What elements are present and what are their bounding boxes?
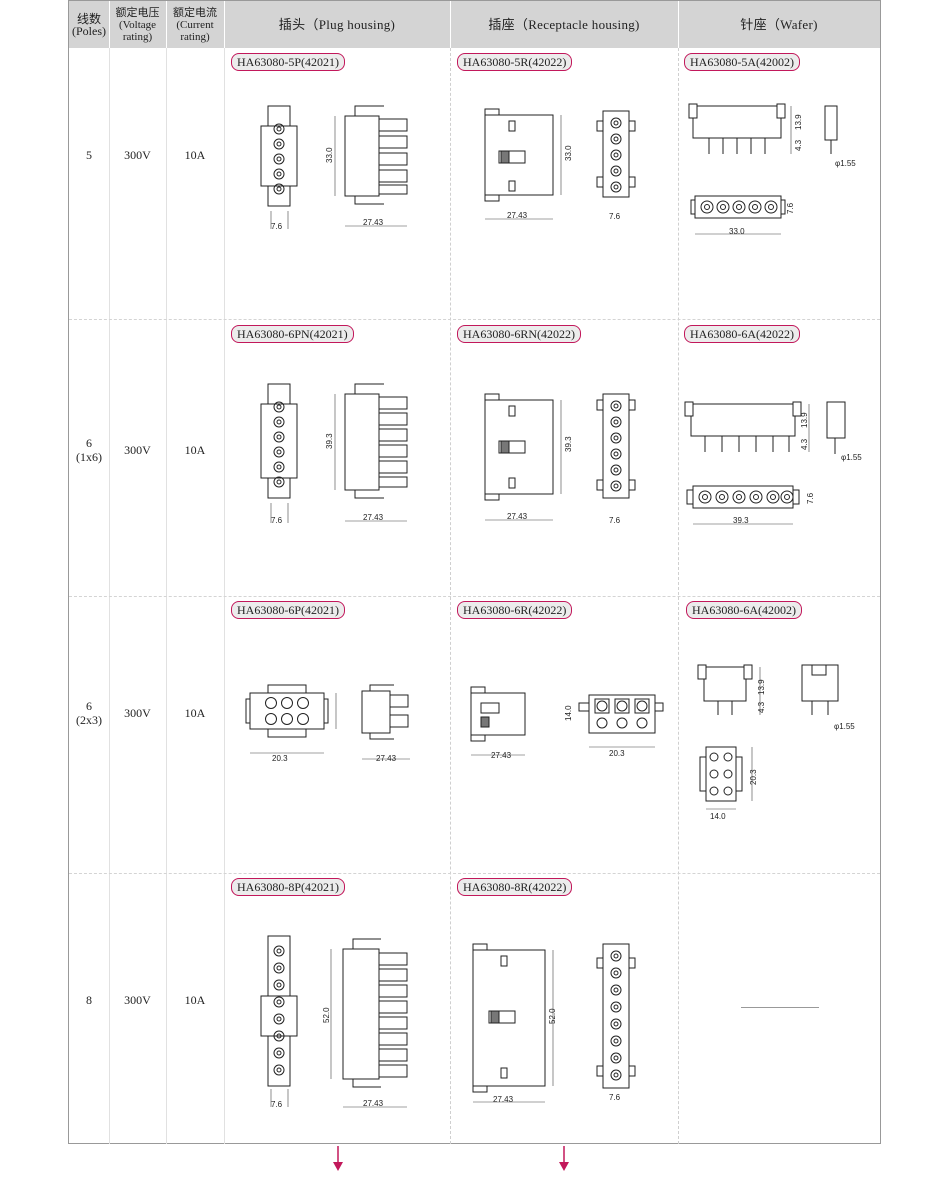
part-code-badge: HA63080-5R(42022) — [457, 53, 573, 71]
dim-width: 7.6 — [609, 516, 621, 525]
receptacle-drawing: 27.43 52.0 7.6 — [472, 943, 636, 1104]
plug-drawing: 7.6 39.3 27.43 — [260, 383, 408, 525]
dim-width: 7.6 — [609, 212, 621, 221]
header-poles: 线数 (Poles) — [72, 11, 106, 38]
receptacle-drawing: 27.43 14.0 20.3 — [470, 686, 664, 760]
header-plug-housing: 插头（Plug housing) — [278, 16, 396, 32]
dim-depth: 20.3 — [749, 769, 758, 785]
dim-height: 33.0 — [325, 147, 334, 163]
header-receptacle-housing: 插座（Receptacle housing) — [488, 16, 640, 32]
row3-voltage: 300V — [124, 706, 151, 720]
dim-pin: φ1.55 — [834, 722, 855, 731]
part-code-badge: HA63080-6P(42021) — [231, 601, 345, 619]
plug-drawing: 7.6 52.0 27.43 — [260, 935, 408, 1109]
row-divider — [69, 873, 880, 874]
dim-length: 27.43 — [363, 218, 384, 227]
row2-voltage: 300V — [124, 443, 151, 457]
row2-poles: 6 (1x6) — [76, 436, 102, 464]
row-divider — [69, 596, 880, 597]
row1-current: 10A — [184, 148, 206, 162]
part-code-badge: HA63080-6RN(42022) — [457, 325, 581, 343]
header-current: 额定电流 (Current rating) — [173, 6, 217, 43]
part-code-badge: HA63080-5A(42002) — [684, 53, 800, 71]
plug-drawing: 14.0 20.3 27.43 — [245, 684, 410, 763]
dim-height: 39.3 — [564, 436, 573, 452]
dim-length: 27.43 — [376, 754, 397, 763]
row1-voltage: 300V — [124, 148, 151, 162]
dim-width: 20.3 — [609, 749, 625, 758]
dim-length: 14.0 — [710, 812, 726, 821]
dim-h1: 13.9 — [794, 114, 803, 130]
dim-width: 7.6 — [271, 516, 283, 525]
row1-poles: 5 — [86, 148, 92, 162]
dim-length: 27.43 — [491, 751, 512, 760]
dim-h2: 4.3 — [794, 139, 803, 151]
empty-cell-line — [741, 1007, 819, 1008]
dim-height: 52.0 — [322, 1007, 331, 1023]
dim-pin: φ1.55 — [835, 159, 856, 168]
dim-length: 27.43 — [363, 1099, 384, 1108]
plug-drawing: 7.6 33.0 27.43 — [260, 105, 408, 231]
dim-pin: φ1.55 — [841, 453, 862, 462]
part-code-badge: HA63080-5P(42021) — [231, 53, 345, 71]
dim-depth: 7.6 — [806, 492, 815, 504]
row4-voltage: 300V — [124, 993, 151, 1007]
connector-spec-table: 线数 (Poles) 额定电压 (Voltage rating) 额定电流 (C… — [68, 0, 881, 1144]
part-code-badge: HA63080-6PN(42021) — [231, 325, 354, 343]
row3-current: 10A — [184, 706, 206, 720]
dim-depth: 7.6 — [786, 202, 795, 214]
dim-length: 39.3 — [733, 516, 749, 525]
dim-length: 33.0 — [729, 227, 745, 236]
part-code-badge: HA63080-8R(42022) — [457, 878, 573, 896]
dim-h2: 4.3 — [800, 438, 809, 450]
header-wafer: 针座（Wafer) — [740, 16, 818, 32]
receptacle-drawing: 27.43 39.3 7.6 — [484, 393, 636, 525]
row4-poles: 8 — [86, 993, 92, 1007]
header-voltage: 额定电压 (Voltage rating) — [115, 6, 160, 43]
dim-length: 27.43 — [363, 513, 384, 522]
dim-length: 27.43 — [507, 512, 528, 521]
wafer-drawing: 13.9 4.3 φ1.55 33.0 7.6 — [688, 103, 856, 236]
dim-width: 7.6 — [271, 222, 283, 231]
row2-current: 10A — [184, 443, 206, 457]
row4-current: 10A — [184, 993, 206, 1007]
dim-width: 20.3 — [272, 754, 288, 763]
row3-poles: 6 (2x3) — [76, 699, 102, 727]
dim-height: 39.3 — [325, 433, 334, 449]
part-code-badge: HA63080-6A(42022) — [684, 325, 800, 343]
dim-h1: 13.9 — [757, 679, 766, 695]
dim-height: 33.0 — [564, 145, 573, 161]
dim-height: 52.0 — [548, 1008, 557, 1024]
continue-arrow-icon — [559, 1146, 569, 1171]
dim-length: 27.43 — [507, 211, 528, 220]
wafer-drawing: 13.9 4.3 φ1.55 39.3 7.6 — [684, 401, 862, 525]
table-header — [69, 1, 880, 48]
part-code-badge: HA63080-6A(42002) — [686, 601, 802, 619]
dim-length: 27.43 — [493, 1095, 514, 1104]
continue-arrow-icon — [333, 1146, 343, 1171]
dim-h1: 13.9 — [800, 412, 809, 428]
wafer-drawing: 13.9 4.3 φ1.55 20.3 14.0 — [697, 664, 855, 821]
dim-height: 14.0 — [564, 705, 573, 721]
part-code-badge: HA63080-8P(42021) — [231, 878, 345, 896]
part-code-badge: HA63080-6R(42022) — [457, 601, 573, 619]
dim-width: 7.6 — [609, 1093, 621, 1102]
pin-cavities — [273, 123, 285, 195]
row-divider — [69, 319, 880, 320]
dim-h2: 4.3 — [757, 701, 766, 713]
receptacle-drawing: 27.43 33.0 7.6 — [484, 108, 636, 221]
dim-width: 7.6 — [271, 1100, 283, 1109]
